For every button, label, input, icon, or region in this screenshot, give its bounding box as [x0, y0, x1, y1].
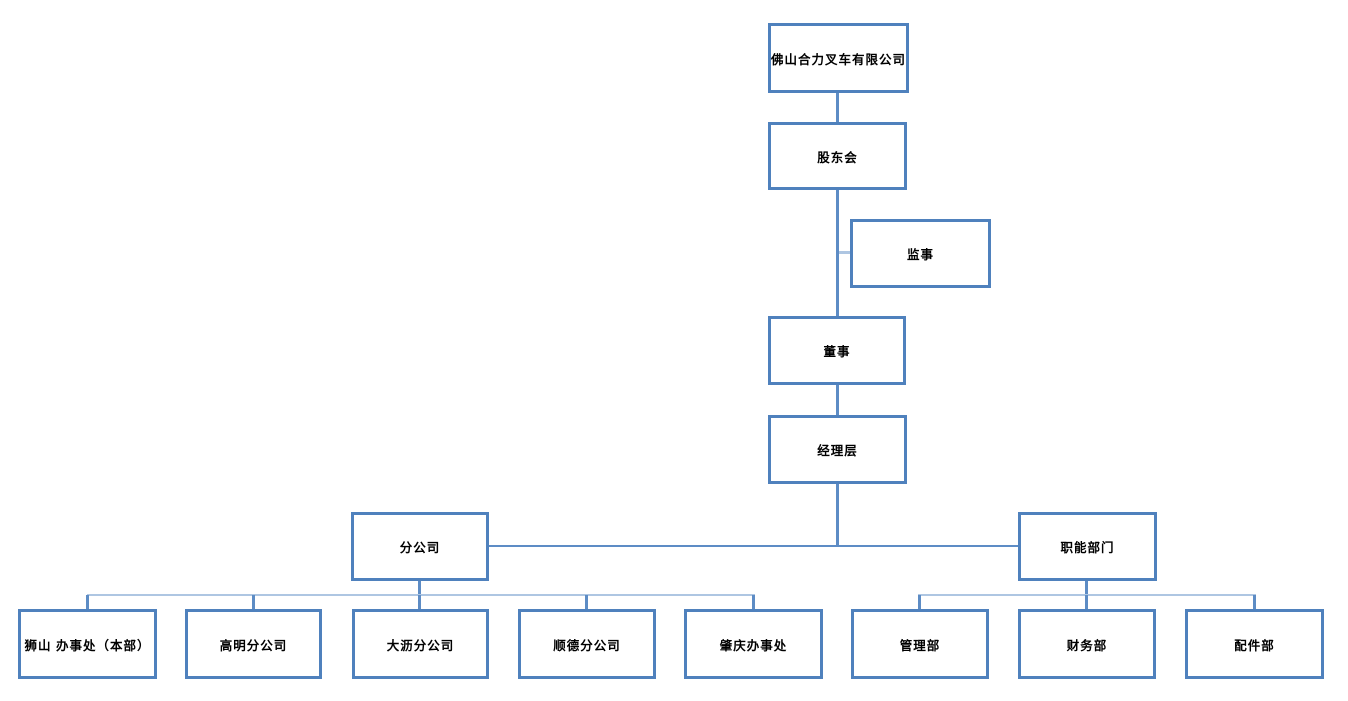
- org-node-label-shunde: 顺德分公司: [553, 638, 621, 653]
- org-node-shunde: 顺德分公司: [518, 609, 656, 679]
- org-node-label-shishan: 狮山 办事处（本部）: [24, 638, 151, 653]
- connector-mid-rail: [489, 545, 1018, 547]
- connector-supervisor-stub: [839, 251, 850, 254]
- org-node-company: 佛山合力叉车有限公司: [768, 23, 909, 93]
- org-node-finance-dept: 财务部: [1018, 609, 1156, 679]
- connector-drop-mgmt: [918, 595, 921, 609]
- org-node-parts-dept: 配件部: [1185, 609, 1324, 679]
- connector-left-rail: [87, 594, 755, 596]
- org-node-zhaoqing: 肇庆办事处: [684, 609, 823, 679]
- org-node-supervisor: 监事: [850, 219, 991, 288]
- org-node-branches: 分公司: [351, 512, 489, 581]
- org-node-label-gaoming: 高明分公司: [219, 638, 288, 653]
- org-node-label-finance-dept: 财务部: [1066, 638, 1108, 653]
- org-node-label-shareholders: 股东会: [817, 150, 858, 165]
- org-node-label-director: 董事: [823, 345, 851, 359]
- org-node-label-dali: 大沥分公司: [386, 638, 455, 653]
- org-node-label-managers: 经理层: [817, 444, 858, 458]
- connector-shareholders-to-director: [836, 190, 839, 316]
- org-node-label-zhaoqing: 肇庆办事处: [719, 638, 788, 653]
- connector-branches-drop: [418, 581, 421, 595]
- connector-drop-finance: [1085, 595, 1088, 609]
- org-node-label-functional: 职能部门: [1060, 541, 1115, 555]
- org-node-functional: 职能部门: [1018, 512, 1157, 581]
- org-node-label-company: 佛山合力叉车有限公司: [771, 52, 907, 67]
- connector-managers-drop: [836, 484, 839, 546]
- org-node-gaoming: 高明分公司: [185, 609, 322, 679]
- org-node-dali: 大沥分公司: [352, 609, 489, 679]
- org-node-label-mgmt-dept: 管理部: [899, 638, 941, 653]
- connector-drop-dali: [418, 595, 421, 609]
- connector-company-to-shareholders: [836, 93, 839, 122]
- org-node-mgmt-dept: 管理部: [851, 609, 989, 679]
- connector-drop-gaoming: [252, 595, 255, 609]
- org-node-label-parts-dept: 配件部: [1234, 638, 1275, 653]
- org-node-label-supervisor: 监事: [906, 248, 934, 262]
- connector-functional-drop: [1085, 581, 1088, 595]
- org-node-shareholders: 股东会: [768, 122, 907, 190]
- connector-drop-shishan: [86, 595, 89, 609]
- connector-drop-parts: [1253, 595, 1256, 609]
- org-node-label-branches: 分公司: [399, 541, 441, 555]
- org-node-shishan: 狮山 办事处（本部）: [18, 609, 157, 679]
- connector-director-to-managers: [836, 385, 839, 415]
- org-node-director: 董事: [768, 316, 906, 385]
- connector-drop-zhaoqing: [752, 595, 755, 609]
- org-node-managers: 经理层: [768, 415, 907, 484]
- connector-drop-shunde: [585, 595, 588, 609]
